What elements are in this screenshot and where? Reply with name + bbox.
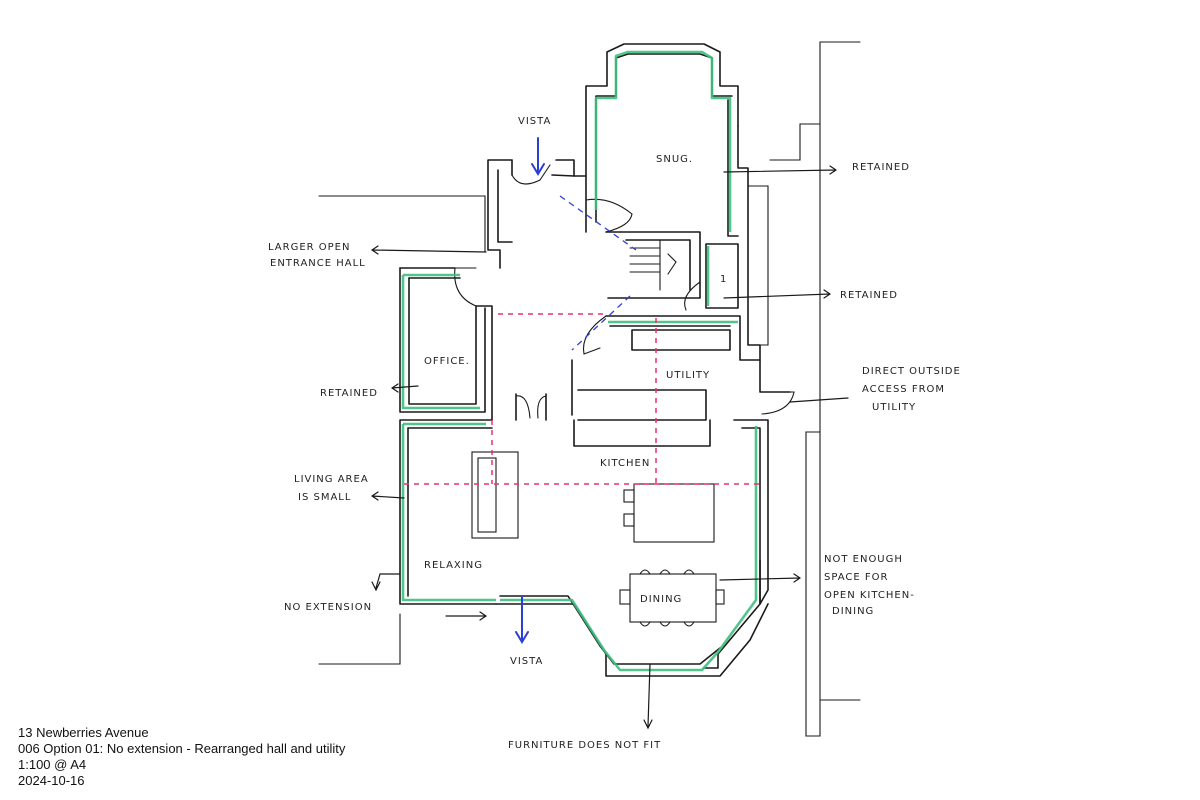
annotation-vista-top: VISTA — [518, 116, 551, 127]
annotation-not-enough-line3: OPEN KITCHEN- — [824, 590, 915, 601]
room-label-wc: 1 — [720, 274, 727, 285]
project-name: 13 Newberries Avenue — [18, 725, 149, 740]
annotation-retained-office: RETAINED — [320, 388, 378, 399]
annotation-entrance-hall-line1: LARGER OPEN — [268, 242, 350, 253]
zone-dividers — [404, 313, 760, 485]
annotation-retained-snug: RETAINED — [852, 162, 910, 173]
annotation-retained-wc: RETAINED — [840, 290, 898, 301]
room-label-dining: DINING — [640, 594, 682, 605]
door-swings — [454, 164, 795, 419]
annotation-entrance-hall-line2: ENTRANCE HALL — [270, 258, 366, 269]
room-label-utility: UTILITY — [666, 370, 710, 381]
vista-lines — [515, 137, 637, 644]
room-label-snug: SNUG. — [656, 154, 693, 165]
building-walls — [399, 43, 791, 677]
site-boundaries — [318, 41, 861, 737]
annotation-living-small-line1: LIVING AREA — [294, 474, 369, 485]
room-label-office: OFFICE. — [424, 356, 470, 367]
annotation-outside-access-line3: UTILITY — [872, 402, 916, 413]
annotation-vista-bottom: VISTA — [510, 656, 543, 667]
annotation-not-enough-line1: NOT ENOUGH — [824, 554, 903, 565]
annotation-not-enough-line2: SPACE FOR — [824, 572, 888, 583]
annotation-outside-access-line2: ACCESS FROM — [862, 384, 945, 395]
retained-wall-highlight — [401, 50, 758, 672]
title-block: 13 Newberries Avenue 006 Option 01: No e… — [18, 725, 345, 789]
staircase — [629, 239, 677, 291]
annotation-not-enough-line4: DINING — [832, 606, 874, 617]
annotation-living-small-line2: IS SMALL — [298, 492, 351, 503]
drawing-title: 006 Option 01: No extension - Rearranged… — [18, 741, 346, 756]
room-label-relaxing: RELAXING — [424, 560, 483, 571]
room-label-kitchen: KITCHEN — [600, 458, 650, 469]
annotation-no-extension: NO EXTENSION — [284, 602, 372, 613]
annotation-furniture: FURNITURE DOES NOT FIT — [508, 740, 661, 751]
annotation-outside-access-line1: DIRECT OUTSIDE — [862, 366, 961, 377]
drawing-scale: 1:100 @ A4 — [18, 757, 87, 772]
drawing-date: 2024-10-16 — [18, 773, 85, 788]
annotation-arrows — [370, 165, 849, 730]
